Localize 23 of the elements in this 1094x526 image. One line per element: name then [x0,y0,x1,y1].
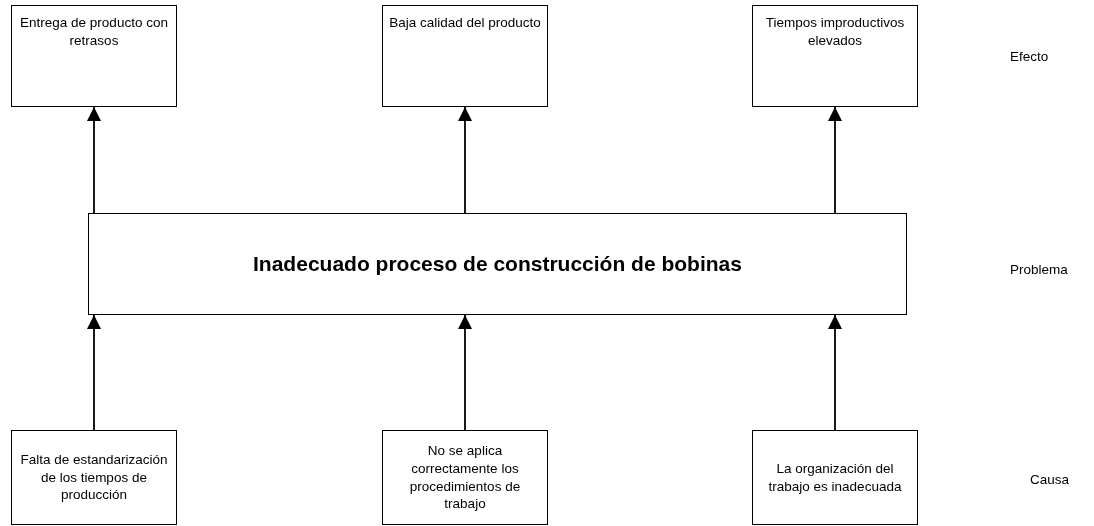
box-text: Entrega de producto con retrasos [19,14,169,50]
arrow [827,106,843,214]
arrow [457,314,473,431]
text-box [382,5,548,107]
arrow [86,314,102,431]
row-label: Causa [1030,472,1070,487]
text-box [752,5,918,107]
text-box [11,5,177,107]
box-text: La organización del trabajo es inadecuada [767,459,903,496]
text-box [752,430,918,525]
box-text: No se aplica correctamente los procedimientos de trabajo [408,442,522,513]
arrow [86,106,102,214]
box-text: Tiempos improductivos elevados [764,14,906,50]
problem-title: Inadecuado proceso de construcción de bobinas [253,251,742,278]
text-box [382,430,548,525]
text-box [11,430,177,525]
problem-box [88,213,907,315]
box-text: Falta de estandarización de los tiempos de producción [19,451,169,504]
arrow [827,314,843,431]
row-label: Problema [1010,262,1068,277]
row-label: Efecto [1010,49,1049,64]
arrow [457,106,473,214]
box-text: Baja calidad del producto [389,14,541,32]
